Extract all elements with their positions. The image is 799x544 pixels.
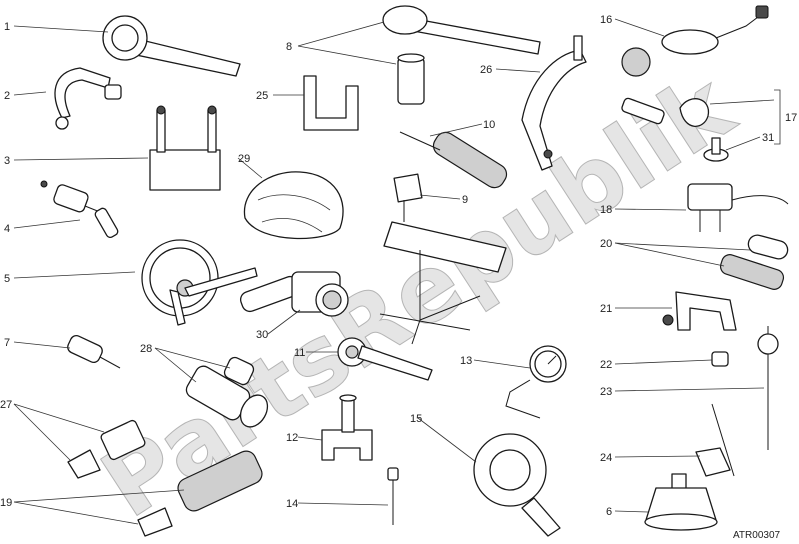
- fork-holder-icon: [321, 394, 373, 461]
- callout-4: 4: [4, 223, 10, 235]
- callout-19: 19: [0, 497, 12, 509]
- puller-icon: [687, 183, 789, 232]
- pin-spanner-icon: [337, 337, 433, 381]
- callout-14: 14: [286, 498, 298, 510]
- spacer-icon: [711, 351, 729, 367]
- threaded-pin-icon: [67, 334, 121, 369]
- valve-tool-group-icon: [621, 47, 710, 127]
- seal-driver-icon: [185, 356, 269, 428]
- callout-10: 10: [483, 119, 495, 131]
- hook-wrench-icon: [54, 67, 122, 130]
- callout-15: 15: [410, 413, 422, 425]
- cover-bag-icon: [243, 171, 344, 240]
- pressure-hose-icon: [661, 5, 769, 55]
- engine-stand-icon: [379, 173, 507, 345]
- bullet-sleeve-icon: [67, 419, 146, 479]
- dial-gauge-icon: [505, 345, 567, 419]
- figure-code: ATR00307: [733, 530, 781, 541]
- ring-spanner-icon: [102, 15, 241, 77]
- drift-handle-icon: [399, 131, 508, 189]
- callout-21: 21: [600, 303, 612, 315]
- knurled-drift-icon: [137, 450, 263, 537]
- callout-29: 29: [238, 153, 250, 165]
- callout-5: 5: [4, 273, 10, 285]
- bushing-drift-icon: [719, 234, 789, 290]
- callout-23: 23: [600, 386, 612, 398]
- callout-25: 25: [256, 90, 268, 102]
- arch-tool-icon: [521, 35, 587, 171]
- socket-tool-icon: [382, 5, 541, 105]
- stud-plate-icon: [149, 105, 221, 191]
- degree-wheel-icon: [141, 239, 258, 326]
- pin-icon: [387, 467, 399, 525]
- callout-13: 13: [460, 355, 472, 367]
- callout-17: 17: [785, 112, 797, 124]
- callout-20: 20: [600, 238, 612, 250]
- callout-8: 8: [286, 41, 292, 53]
- bracket-icon: [662, 291, 737, 331]
- callout-7: 7: [4, 337, 10, 349]
- dial-indicator-icon: [757, 326, 779, 450]
- valve-cap-icon: [703, 137, 729, 162]
- callout-12: 12: [286, 432, 298, 444]
- roller-bearing-tool-icon: [239, 271, 349, 317]
- callout-6: 6: [606, 506, 612, 518]
- callout-9: 9: [462, 194, 468, 206]
- callout-18: 18: [600, 204, 612, 216]
- flywheel-holder-icon: [473, 433, 561, 537]
- callout-labels: 1 2 3 4 5 7 27 19 8 25 29 30 28 11 12 14…: [0, 14, 797, 518]
- callout-28: 28: [140, 343, 152, 355]
- callout-31: 31: [762, 132, 774, 144]
- callout-16: 16: [600, 14, 612, 26]
- base-stand-icon: [644, 473, 718, 531]
- callout-24: 24: [600, 452, 612, 464]
- callout-3: 3: [4, 155, 10, 167]
- callout-22: 22: [600, 359, 612, 371]
- callout-27: 27: [0, 399, 12, 411]
- leader-lines: [13, 18, 781, 525]
- callout-26: 26: [480, 64, 492, 76]
- callout-1: 1: [4, 21, 10, 33]
- callout-11: 11: [294, 347, 305, 359]
- gauge-stand-icon: [695, 403, 735, 477]
- callout-2: 2: [4, 90, 10, 102]
- t-handle-puller-icon: [40, 180, 119, 239]
- u-bracket-icon: [303, 75, 359, 131]
- callout-30: 30: [256, 329, 268, 341]
